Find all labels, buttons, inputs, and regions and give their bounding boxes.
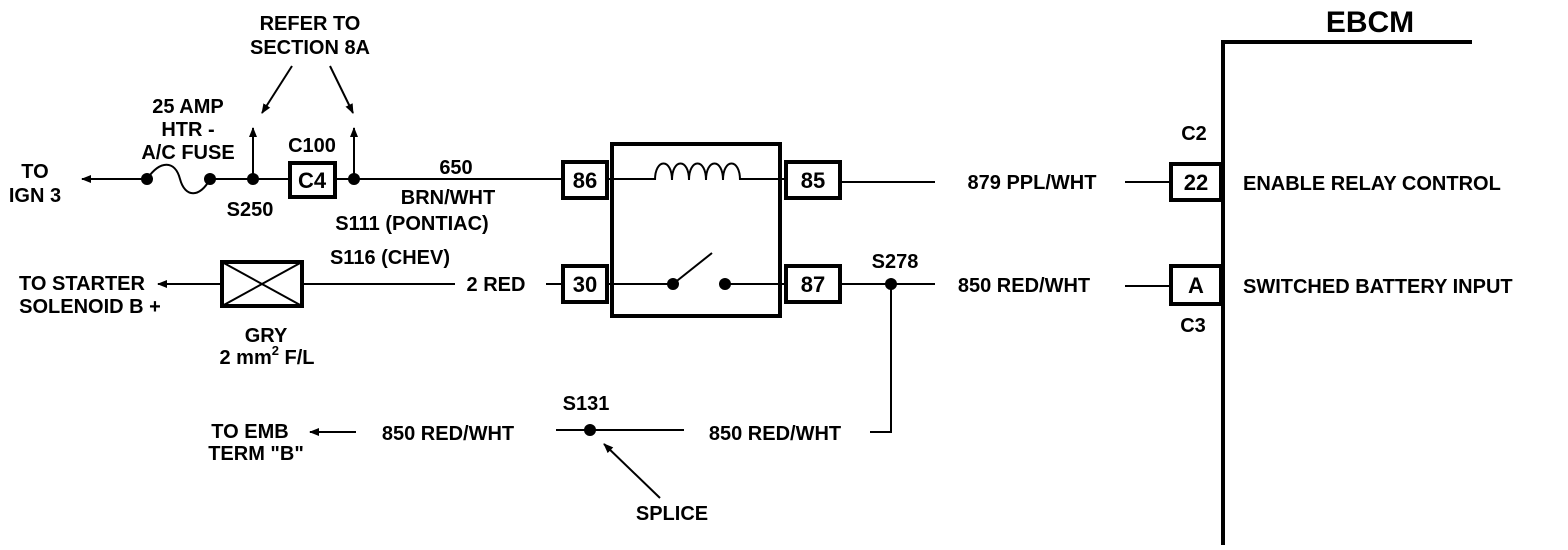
- svg-text:25 AMP: 25 AMP: [152, 96, 224, 118]
- wire-850-ebcm-label: 850 RED/WHT: [958, 275, 1090, 297]
- s111-label: S111 (PONTIAC): [335, 213, 488, 235]
- wire-879-label: 879 PPL/WHT: [968, 172, 1097, 194]
- svg-text:SECTION 8A: SECTION 8A: [250, 37, 370, 59]
- relay-terminal-85-label: 85: [801, 168, 825, 193]
- relay-coil: [654, 162, 741, 181]
- svg-text:HTR -: HTR -: [161, 119, 214, 141]
- ebcm-pin-22: [1169, 162, 1223, 202]
- svg-text:REFER TO: REFER TO: [260, 13, 361, 35]
- wire-2-label: 2 RED: [467, 274, 526, 296]
- reference-arrow-left: [261, 65, 293, 114]
- relay-terminal-30-label: 30: [573, 272, 597, 297]
- s250-label: S250: [227, 199, 274, 221]
- ebcm-pin-a: [1169, 264, 1223, 306]
- to-emb-label: TO EMB TERM "B": [208, 421, 304, 465]
- relay-terminal-86-label: 86: [573, 168, 597, 193]
- svg-text:TO: TO: [21, 161, 48, 183]
- relay-body: [610, 142, 782, 318]
- section-reference-note: REFER TO SECTION 8A: [250, 13, 370, 59]
- fusible-link-size: 2 mm2 F/L: [219, 343, 314, 369]
- s131-label: S131: [563, 393, 610, 415]
- wire-s278-down: [870, 284, 892, 433]
- svg-text:TO STARTER: TO STARTER: [19, 273, 145, 295]
- reference-arrow-right: [329, 65, 354, 114]
- splice-pointer-arrow: [603, 443, 661, 499]
- svg-text:A/C FUSE: A/C FUSE: [141, 142, 234, 164]
- fuse-symbol: [146, 163, 211, 195]
- to-starter-label: TO STARTER SOLENOID B +: [19, 273, 161, 318]
- ebcm-switched-battery-input-label: SWITCHED BATTERY INPUT: [1243, 276, 1513, 298]
- fusible-link-color: GRY: [245, 325, 288, 347]
- ebcm-connector-c3-label: C3: [1180, 315, 1206, 337]
- wire-850-emb-label: 850 RED/WHT: [382, 423, 514, 445]
- svg-text:SOLENOID B +: SOLENOID B +: [19, 296, 161, 318]
- fusible-link-cross-2: [221, 261, 303, 307]
- to-ign3-label: TO IGN 3: [9, 161, 61, 207]
- svg-text:TERM "B": TERM "B": [208, 443, 304, 465]
- ebcm-title: EBCM: [1326, 6, 1414, 39]
- connector-c100-label: C100: [288, 135, 336, 157]
- splice-callout-label: SPLICE: [636, 503, 708, 525]
- ebcm-module-outline: [1221, 40, 1472, 545]
- svg-text:IGN 3: IGN 3: [9, 185, 61, 207]
- s278-label: S278: [872, 251, 919, 273]
- splice-s131: [584, 424, 596, 436]
- ebcm-enable-relay-control-label: ENABLE RELAY CONTROL: [1243, 173, 1501, 195]
- relay-switch-arm: [672, 252, 713, 285]
- ebcm-pin-a-label: A: [1188, 273, 1204, 298]
- svg-text:TO EMB: TO EMB: [211, 421, 288, 443]
- s116-label: S116 (CHEV): [330, 247, 450, 269]
- connector-c4-label: C4: [298, 168, 327, 193]
- ebcm-pin-22-label: 22: [1184, 170, 1208, 195]
- wire-850-s278-label: 850 RED/WHT: [709, 423, 841, 445]
- fuse-label: 25 AMP HTR - A/C FUSE: [141, 96, 234, 164]
- relay-terminal-86: [561, 160, 609, 200]
- relay-terminal-87-label: 87: [801, 272, 825, 297]
- wire-650-number: 650: [439, 157, 472, 179]
- ebcm-connector-c2-label: C2: [1181, 123, 1207, 145]
- wire-650-color: BRN/WHT: [401, 187, 495, 209]
- relay-terminal-85: [784, 160, 842, 200]
